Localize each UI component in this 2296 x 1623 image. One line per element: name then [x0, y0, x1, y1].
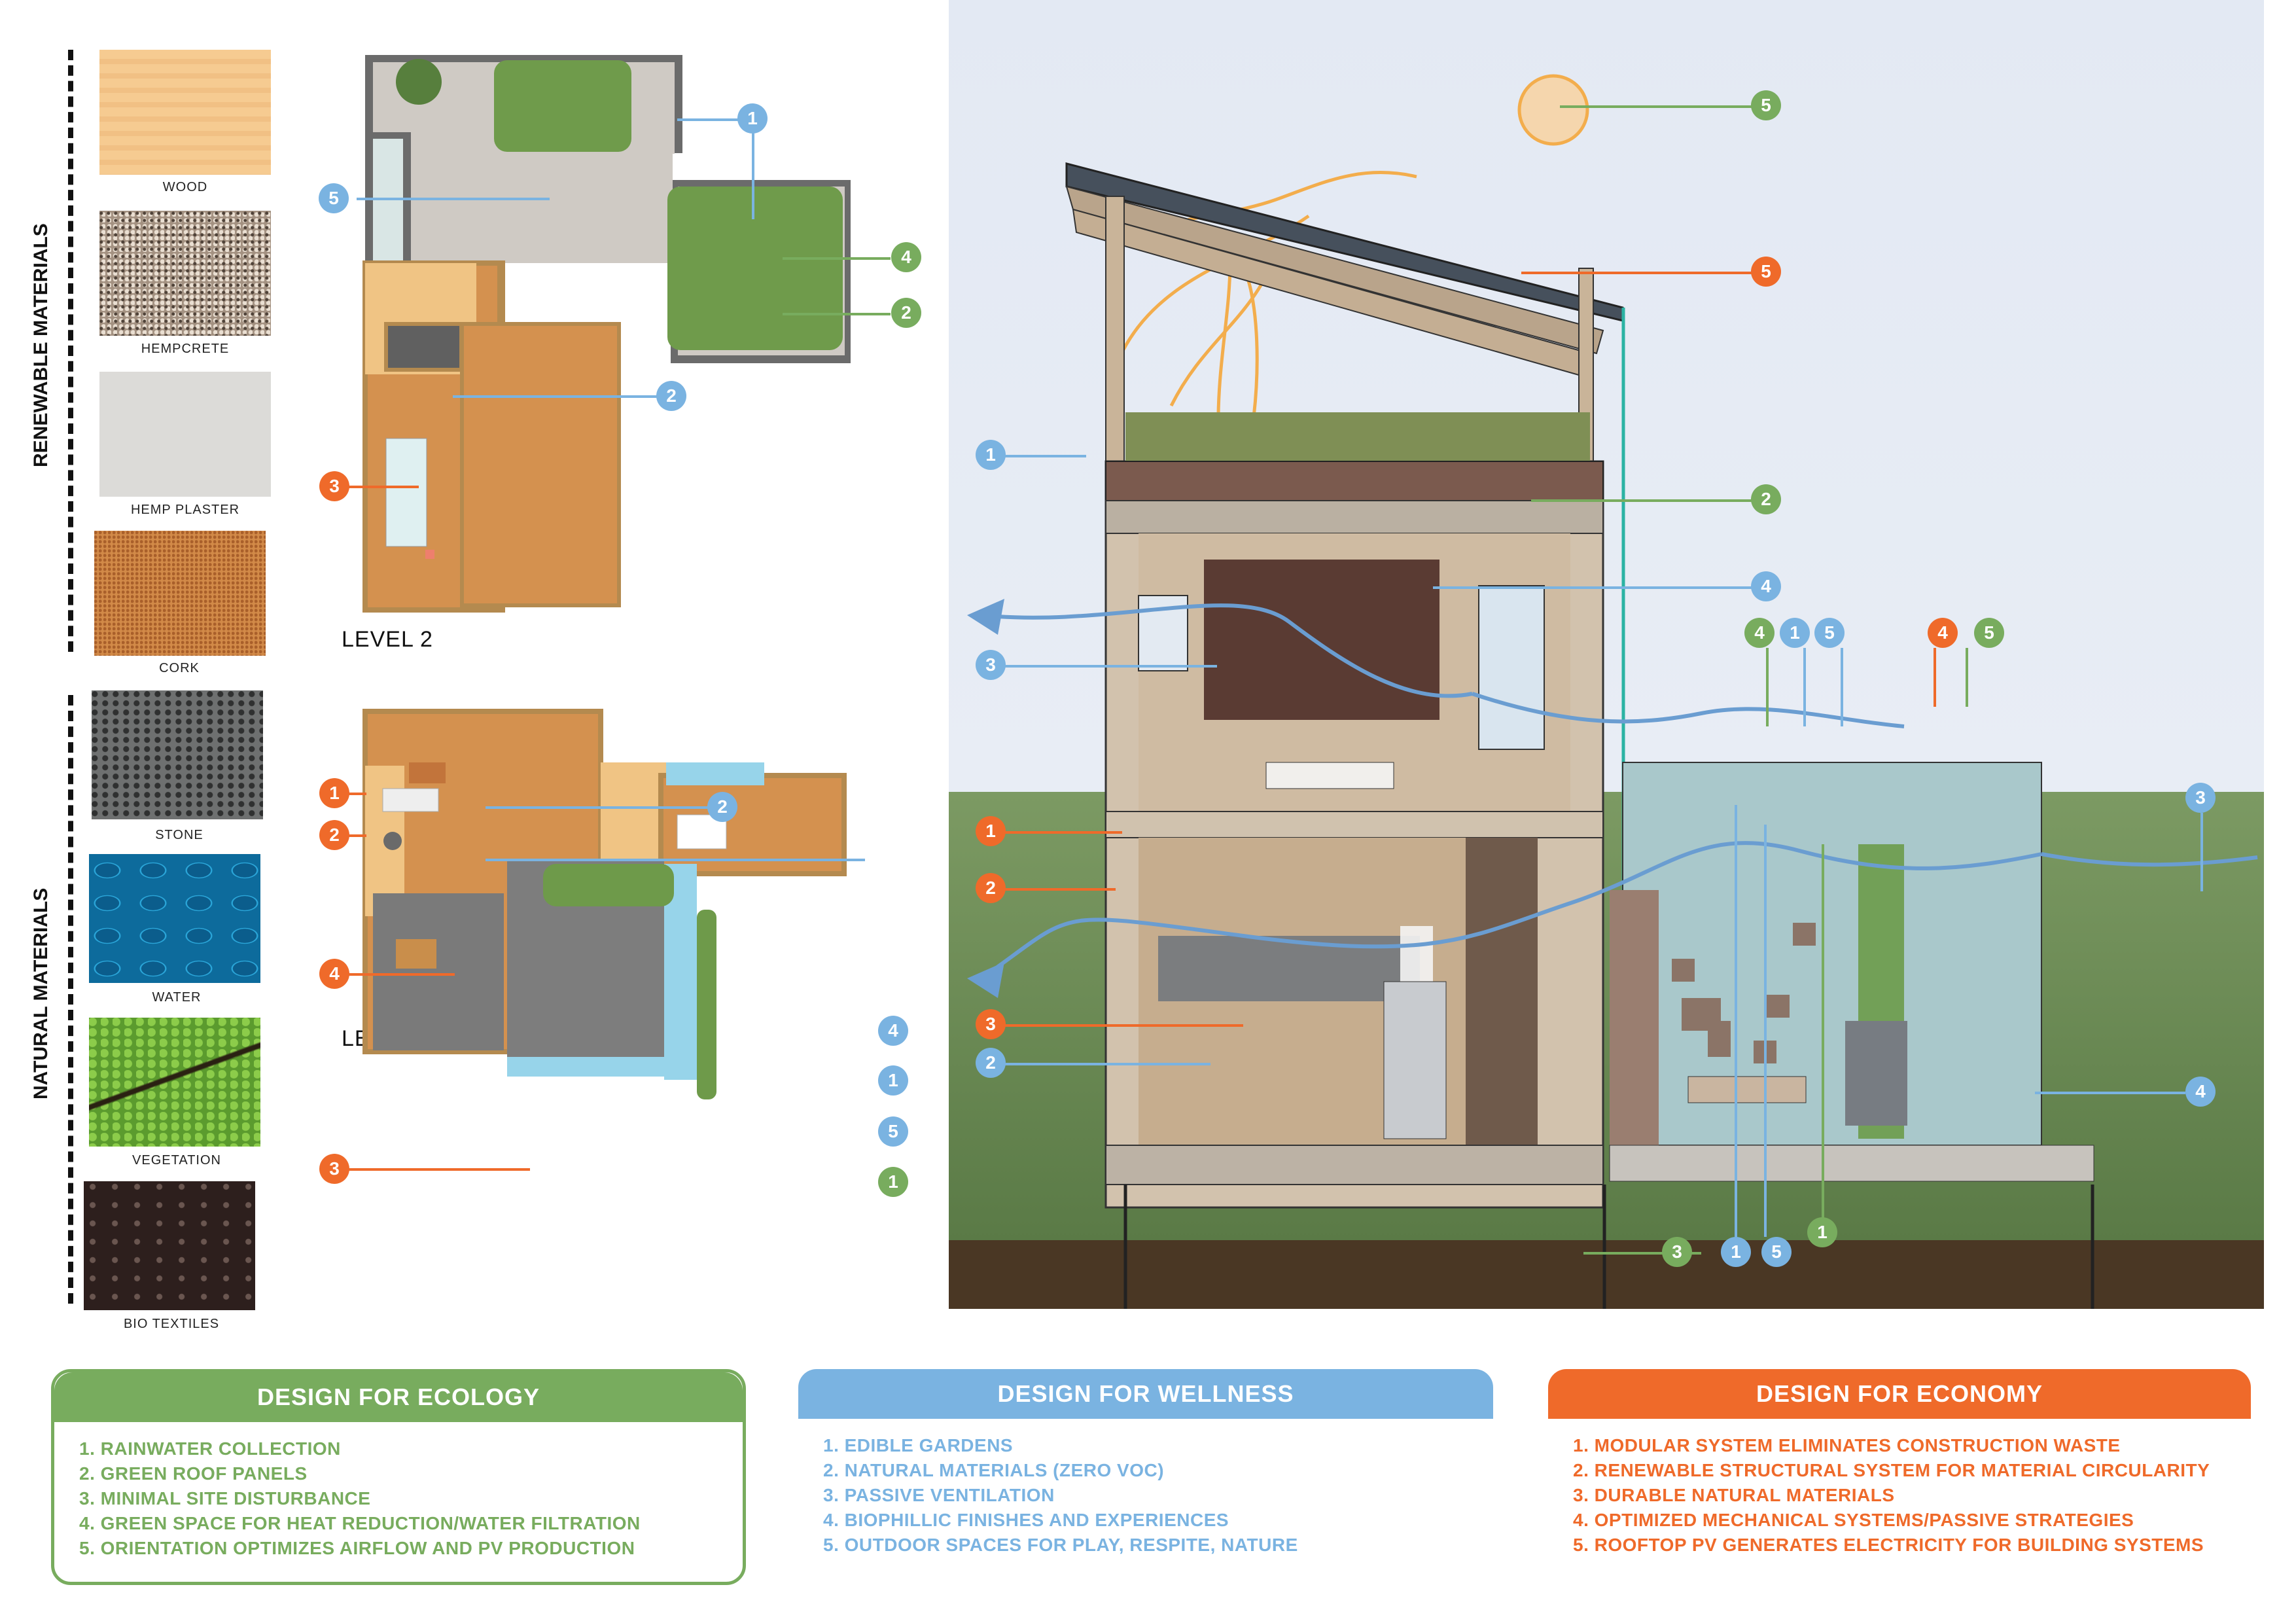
- natural-bracket-line: [68, 695, 73, 1304]
- section-callout-wellness-5-bottom: 5: [1761, 1237, 1792, 1267]
- section-callout-wellness-4: 4: [1751, 571, 1781, 601]
- section-callout-ecology-2: 2: [1751, 484, 1781, 514]
- bio-textiles-tile: [84, 1181, 255, 1310]
- ecology-legend-box: DESIGN FOR ECOLOGY 1. RAINWATER COLLECTI…: [51, 1369, 746, 1585]
- water-label: WATER: [152, 990, 202, 1005]
- wellness-item: 4. BIOPHILLIC FINISHES AND EXPERIENCES: [823, 1510, 1229, 1530]
- wood-label: WOOD: [162, 180, 208, 194]
- l2-callout-ecology-2: 2: [891, 298, 921, 328]
- economy-item: 4. OPTIMIZED MECHANICAL SYSTEMS/PASSIVE …: [1573, 1510, 2134, 1530]
- wellness-legend-title: DESIGN FOR WELLNESS: [798, 1369, 1493, 1419]
- wellness-item: 1. EDIBLE GARDENS: [823, 1435, 1014, 1455]
- l1-callout-economy-1: 1: [319, 778, 349, 808]
- l2-callout-ecology-4: 4: [891, 242, 921, 272]
- section-callout-wellness-5: 5: [1814, 618, 1845, 648]
- section-callout-ecology-3: 3: [1662, 1237, 1692, 1267]
- l2-callout-wellness-1: 1: [737, 103, 768, 134]
- l2-callout-wellness-2: 2: [656, 381, 686, 411]
- ecology-item: 2. GREEN ROOF PANELS: [79, 1463, 308, 1484]
- economy-item: 3. DURABLE NATURAL MATERIALS: [1573, 1485, 1895, 1505]
- ecology-legend-title: DESIGN FOR ECOLOGY: [54, 1372, 743, 1422]
- section-callout-wellness-1-bottom: 1: [1721, 1237, 1751, 1267]
- wellness-legend-list: 1. EDIBLE GARDENS 2. NATURAL MATERIALS (…: [823, 1433, 1298, 1558]
- section-callout-economy-2: 2: [976, 873, 1006, 903]
- hemp-plaster-label: HEMP PLASTER: [130, 503, 240, 517]
- l1-callout-wellness-1: 1: [878, 1065, 908, 1096]
- wood-tile: [99, 50, 271, 175]
- hemp-plaster-tile: [99, 372, 271, 497]
- l2-label: LEVEL 2: [342, 627, 433, 652]
- section-callout-wellness-1-roofgarden: 1: [976, 440, 1006, 470]
- economy-item: 2. RENEWABLE STRUCTURAL SYSTEM FOR MATER…: [1573, 1460, 2210, 1480]
- l1-callout-wellness-4: 4: [878, 1016, 908, 1046]
- ecology-legend-list: 1. RAINWATER COLLECTION 2. GREEN ROOF PA…: [79, 1436, 641, 1561]
- section-callout-economy-4: 4: [1928, 618, 1958, 648]
- section-callout-economy-3: 3: [976, 1009, 1006, 1039]
- section-callout-economy-1: 1: [976, 816, 1006, 846]
- stone-label: STONE: [155, 828, 203, 842]
- ecology-item: 1. RAINWATER COLLECTION: [79, 1438, 341, 1459]
- bio-textiles-label: BIO TEXTILES: [123, 1317, 220, 1331]
- section-callout-ecology-5: 5: [1974, 618, 2004, 648]
- level-2-drawing: [362, 55, 851, 613]
- section-callout-ecology-4: 4: [1744, 618, 1775, 648]
- wellness-item: 5. OUTDOOR SPACES FOR PLAY, RESPITE, NAT…: [823, 1535, 1298, 1555]
- section-callout-ecology-5-sun: 5: [1751, 90, 1781, 120]
- renewable-bracket-line: [68, 50, 73, 652]
- cork-tile: [94, 531, 266, 656]
- l1-callout-economy-4: 4: [319, 959, 349, 989]
- water-tile: [89, 854, 260, 983]
- l1-callout-economy-3: 3: [319, 1154, 349, 1184]
- airflow-upper: [981, 603, 1473, 698]
- stone-tile: [92, 690, 263, 819]
- hempcrete-label: HEMPCRETE: [141, 342, 230, 356]
- ecology-item: 3. MINIMAL SITE DISTURBANCE: [79, 1488, 371, 1508]
- l1-callout-wellness-2: 2: [707, 792, 737, 822]
- economy-legend-box: DESIGN FOR ECONOMY 1. MODULAR SYSTEM ELI…: [1548, 1369, 2251, 1585]
- economy-legend-title: DESIGN FOR ECONOMY: [1548, 1369, 2251, 1419]
- courtyard-wall: [1622, 762, 2042, 1146]
- economy-item: 5. ROOFTOP PV GENERATES ELECTRICITY FOR …: [1573, 1535, 2204, 1555]
- ecology-item: 4. GREEN SPACE FOR HEAT REDUCTION/WATER …: [79, 1513, 641, 1533]
- wellness-item: 3. PASSIVE VENTILATION: [823, 1485, 1055, 1505]
- section-callout-economy-5-pv: 5: [1751, 257, 1781, 287]
- l1-callout-economy-2: 2: [319, 820, 349, 850]
- airflow-lower: [980, 841, 2042, 980]
- section-soil: [949, 1240, 2264, 1309]
- economy-item: 1. MODULAR SYSTEM ELIMINATES CONSTRUCTIO…: [1573, 1435, 2121, 1455]
- section-callout-wellness-4-right: 4: [2185, 1077, 2216, 1107]
- biophilic-wall: [1204, 560, 1439, 720]
- section-callout-wellness-3-right: 3: [2185, 783, 2216, 813]
- section-callout-wellness-3: 3: [976, 650, 1006, 680]
- wellness-item: 2. NATURAL MATERIALS (ZERO VOC): [823, 1460, 1165, 1480]
- sun-icon: [1517, 74, 1589, 146]
- ecology-item: 5. ORIENTATION OPTIMIZES AIRFLOW AND PV …: [79, 1538, 635, 1558]
- economy-legend-list: 1. MODULAR SYSTEM ELIMINATES CONSTRUCTIO…: [1573, 1433, 2210, 1558]
- l2-callout-wellness-5: 5: [319, 183, 349, 213]
- wellness-legend-box: DESIGN FOR WELLNESS 1. EDIBLE GARDENS 2.…: [798, 1369, 1493, 1585]
- vegetation-tile: [89, 1018, 260, 1147]
- l1-callout-wellness-5: 5: [878, 1116, 908, 1147]
- cork-label: CORK: [159, 661, 200, 675]
- section-callout-ecology-1: 1: [1807, 1217, 1837, 1247]
- section-callout-wellness-1: 1: [1780, 618, 1810, 648]
- l2-callout-economy-3: 3: [319, 471, 349, 501]
- vegetation-label: VEGETATION: [132, 1153, 221, 1168]
- l1-callout-ecology-1: 1: [878, 1167, 908, 1197]
- hempcrete-tile: [99, 211, 271, 336]
- section-callout-wellness-2: 2: [976, 1048, 1006, 1078]
